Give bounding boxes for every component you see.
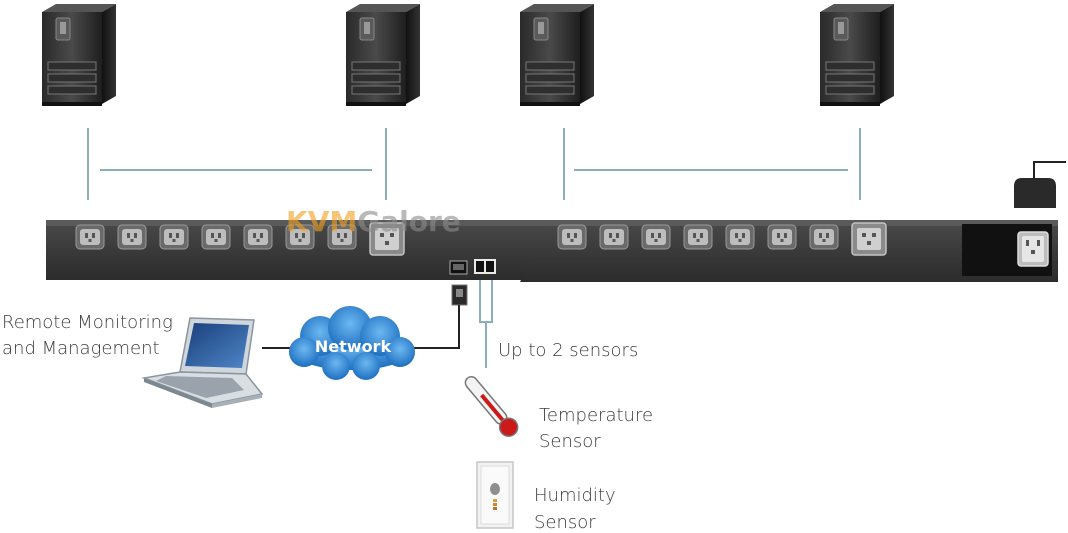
- power-inlet: [1017, 231, 1049, 267]
- pdu-right-section: [520, 220, 1058, 282]
- humidity-label-line1: Humidity: [534, 485, 616, 506]
- server-1: [41, 3, 117, 107]
- sensor-ports: [474, 259, 496, 274]
- network-cloud-icon: [289, 306, 415, 380]
- power-plug-icon: [1014, 161, 1066, 208]
- remote-label-line1: Remote Monitoring: [2, 312, 173, 333]
- remote-label-line2: and Management: [2, 338, 160, 359]
- server-tower-icon: [345, 3, 421, 107]
- server-tower-icon: [519, 3, 595, 107]
- pdu-left-section: [46, 220, 556, 280]
- humidity-label-line2: Sensor: [534, 512, 596, 533]
- server-tower-icon: [41, 3, 117, 107]
- sensor-cable: [479, 280, 493, 368]
- laptop-icon: [141, 317, 264, 408]
- sensors-label: Up to 2 sensors: [498, 340, 638, 361]
- network-cable: [410, 284, 468, 349]
- server-4: [819, 3, 895, 107]
- server-connection-lines: [87, 128, 861, 200]
- temperature-label-line1: Temperature: [539, 405, 653, 426]
- server-3: [519, 3, 595, 107]
- temperature-label-line2: Sensor: [539, 431, 601, 452]
- humidity-sensor-icon: [476, 461, 514, 529]
- network-port: [449, 260, 468, 275]
- network-label: Network: [315, 337, 392, 356]
- server-tower-icon: [819, 3, 895, 107]
- watermark: KVMGalore: [286, 205, 461, 238]
- thermometer-icon: [464, 376, 519, 437]
- server-2: [345, 3, 421, 107]
